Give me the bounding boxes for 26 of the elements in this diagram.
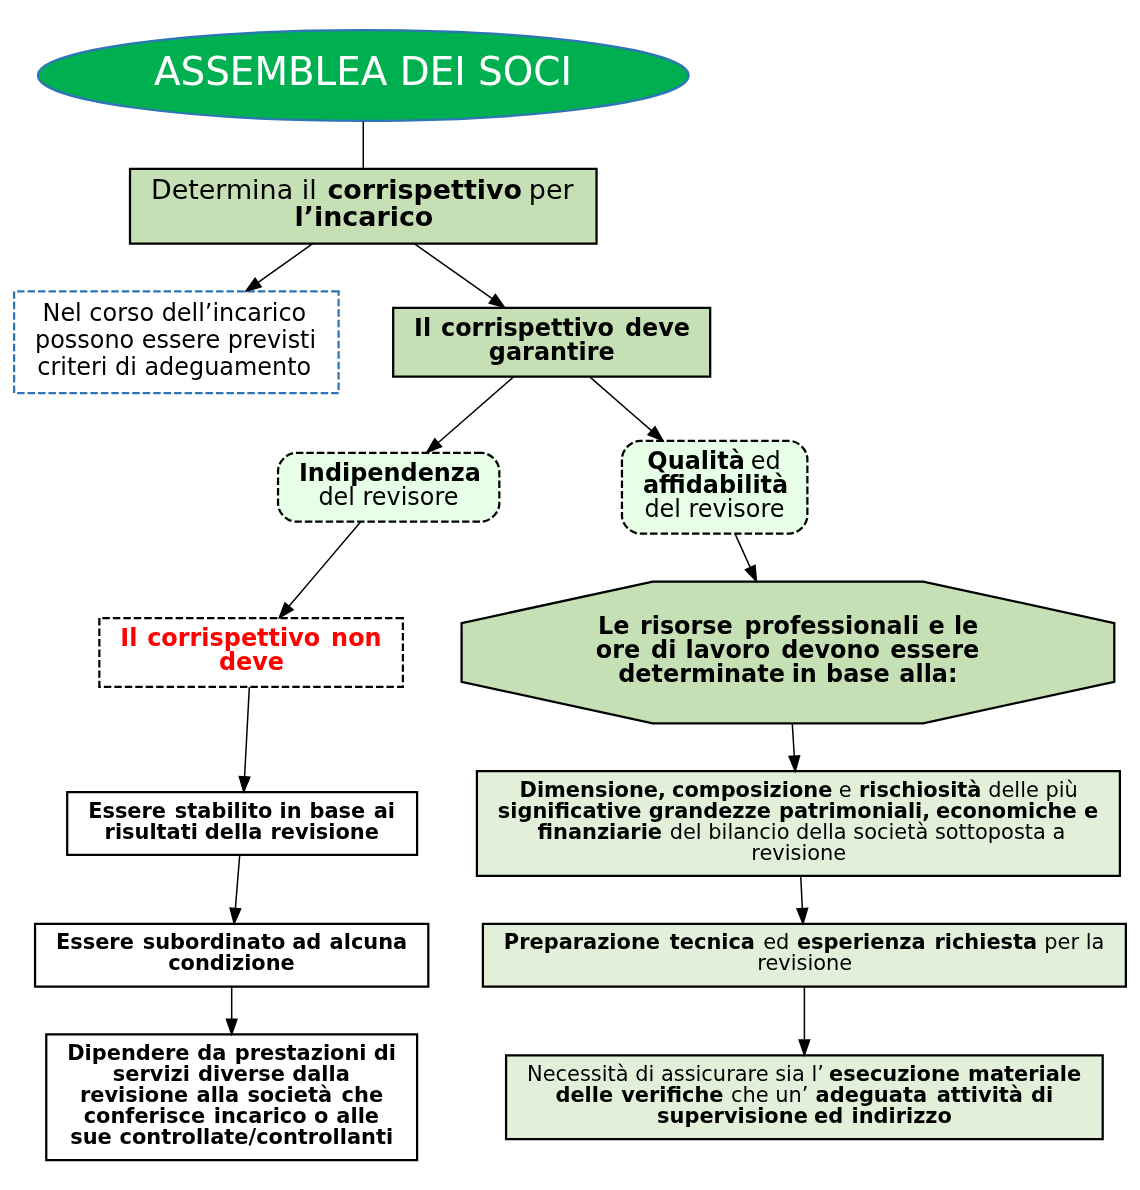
node-box: Necessità di assicurare sia l’esecuzione materiale delle verifiche che un’adeguata attività di supervisione ed indirizzo xyxy=(504,1054,1104,1141)
arrow xyxy=(798,986,811,1058)
node-box: Indipendenza del revisore xyxy=(276,451,501,523)
node-box: Qualità ed affidabilità del revisore xyxy=(620,439,809,535)
arrow xyxy=(229,854,242,926)
arrow xyxy=(795,875,809,926)
arrow xyxy=(238,686,251,794)
node-ellipse: ASSEMBLEA DEI SOCI xyxy=(36,29,690,122)
node-box: Dimensione, composizione e rischiosità delle più significative grandezze patrimoniali, economiche e finanziarie del bilancio della società sottoposta a revisione xyxy=(475,770,1121,878)
arrow xyxy=(788,723,801,774)
arrow xyxy=(277,521,362,620)
arrow xyxy=(244,242,314,293)
arrow xyxy=(225,986,238,1037)
node-box: Nel corso dell’incarico possono essere previsti criteri di adeguamento xyxy=(13,290,340,395)
node-box: Preparazione tecnica ed esperienza richiesta per la revisione xyxy=(481,922,1127,988)
connector xyxy=(362,120,364,170)
arrow xyxy=(588,375,665,443)
node-box: Il corrispettivo deve garantire xyxy=(392,306,712,378)
node-box: Essere subordinato ad alcuna condizione xyxy=(33,922,430,988)
arrow xyxy=(734,533,758,584)
node-box: Determina il corrispettivo per l’incarico xyxy=(128,167,598,245)
node-box: Dipendere da prestazioni di servizi diverse dalla revisione alla società che conferisce incarico o alle sue controllate/controllanti xyxy=(45,1033,419,1162)
arrow xyxy=(413,242,507,309)
arrow xyxy=(425,375,515,454)
node-box: Il corrispettivo non deve xyxy=(98,616,404,688)
node-box: Essere stabilito in base ai risultati della revisione xyxy=(66,791,419,857)
